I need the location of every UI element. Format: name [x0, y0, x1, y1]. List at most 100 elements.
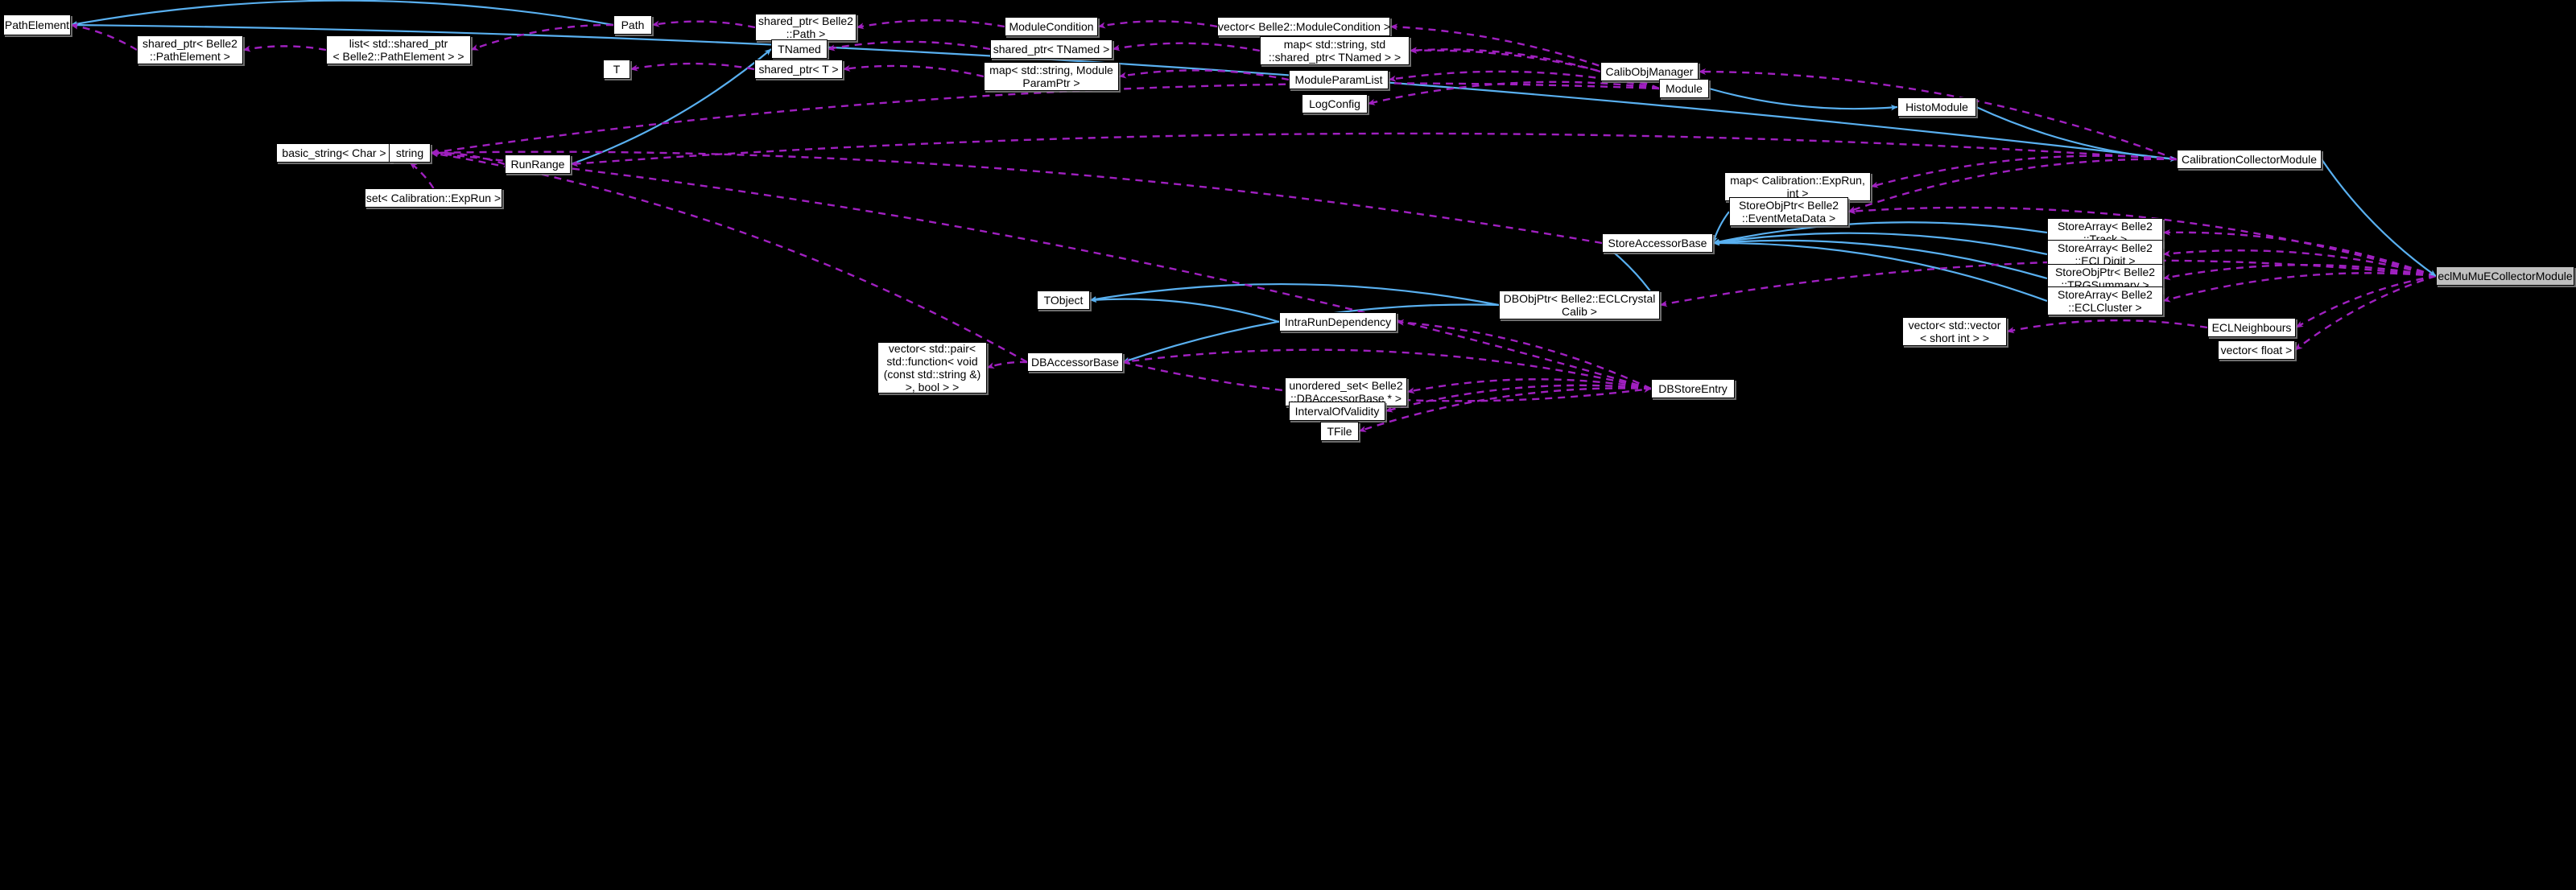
class-node-label: map< std::string, Module ParamPtr >: [989, 64, 1113, 89]
class-node-ModuleParamList[interactable]: ModuleParamList: [1289, 70, 1389, 89]
class-node-PathElement[interactable]: PathElement: [3, 14, 71, 35]
class-node-label: string: [395, 146, 424, 159]
edge-IntraRunDependency-to-TObject: [1089, 296, 1280, 323]
edge-eclMuMuECollector-to-StoreObjPtrTRGSumm: [2162, 264, 2437, 281]
edge-DBStoreEntry-to-IntervalOfValidity: [1385, 384, 1652, 413]
class-node-label: map< std::string, std ::shared_ptr< TNam…: [1268, 38, 1402, 64]
class-node-DBAccessorBase[interactable]: DBAccessorBase: [1027, 352, 1123, 372]
class-node-label: eclMuMuECollectorModule: [2438, 270, 2573, 282]
class-node-TNamed[interactable]: TNamed: [771, 39, 828, 59]
class-node-LogConfig[interactable]: LogConfig: [1302, 94, 1368, 113]
class-node-label: Path: [621, 19, 645, 31]
class-node-MapStringModParam[interactable]: map< std::string, Module ParamPtr >: [984, 62, 1119, 91]
class-node-label: shared_ptr< TNamed >: [993, 43, 1110, 56]
edge-StoreArrayECLDigit-to-StoreAccessorBase: [1712, 232, 2048, 256]
class-node-label: LogConfig: [1309, 97, 1360, 110]
edge-eclMuMuECollector-to-StoreArrayTrack: [2162, 229, 2437, 278]
class-node-label: DBStoreEntry: [1658, 382, 1728, 395]
class-node-label: RunRange: [510, 158, 565, 171]
class-node-label: shared_ptr< Belle2 ::Path >: [758, 14, 853, 40]
class-node-label: map< Calibration::ExpRun, int >: [1730, 174, 1865, 200]
class-node-VectorFloat[interactable]: vector< float >: [2218, 340, 2295, 360]
class-node-label: vector< float >: [2220, 344, 2293, 356]
edge-RunRange-to-TNamed: [570, 48, 772, 166]
class-node-VectorVectorShort[interactable]: vector< std::vector < short int > >: [1902, 317, 2007, 346]
class-node-SharedPtrT[interactable]: shared_ptr< T >: [754, 60, 843, 79]
class-node-DBStoreEntry[interactable]: DBStoreEntry: [1651, 379, 1735, 398]
edge-SetExpRun-to-string: [409, 162, 435, 189]
class-node-T[interactable]: T: [603, 60, 630, 79]
class-node-label: HistoModule: [1905, 101, 1968, 113]
class-node-label: PathElement: [4, 19, 70, 31]
edge-ModuleCondition-to-SharedPtrPath: [856, 19, 1005, 30]
edge-VectorModuleCond-to-ModuleCondition: [1097, 20, 1218, 29]
class-node-label: TFile: [1327, 425, 1352, 438]
class-node-label: TObject: [1043, 294, 1084, 307]
class-node-DBObjPtrECLCrystal[interactable]: DBObjPtr< Belle2::ECLCrystal Calib >: [1499, 290, 1660, 319]
class-node-HistoModule[interactable]: HistoModule: [1897, 97, 1976, 117]
class-node-MapExpRunInt[interactable]: map< Calibration::ExpRun, int >: [1724, 172, 1871, 201]
edge-HistoModule-to-CalibCollectorMod: [1975, 106, 2178, 163]
edge-CalibCollectorMod-to-MapExpRunInt: [1870, 155, 2178, 188]
edge-CalibObjManager-to-MapStringSharedTN: [1409, 47, 1601, 73]
class-node-label: CalibObjManager: [1605, 65, 1694, 78]
class-node-Path[interactable]: Path: [613, 15, 652, 35]
class-node-CalibCollectorMod[interactable]: CalibrationCollectorModule: [2177, 150, 2322, 169]
class-node-label: Module: [1666, 82, 1703, 95]
edge-DBAccessorBase-to-string: [430, 150, 1028, 364]
edge-StoreObjPtrEvtMeta-to-StoreAccessorBase: [1711, 211, 1730, 244]
class-node-SharedPtrTNamed[interactable]: shared_ptr< TNamed >: [990, 39, 1113, 59]
class-node-SetExpRun[interactable]: set< Calibration::ExpRun >: [365, 188, 502, 208]
edge-eclMuMuECollector-to-StoreArrayECLDigit: [2162, 249, 2437, 278]
class-node-VectorPairFunc[interactable]: vector< std::pair< std::function< void (…: [877, 342, 987, 393]
edge-MapStringSharedTN-to-SharedPtrTNamed: [1112, 42, 1261, 52]
class-node-string[interactable]: string: [389, 143, 431, 163]
class-node-Module[interactable]: Module: [1659, 79, 1709, 98]
class-node-TFile[interactable]: TFile: [1320, 422, 1359, 441]
class-node-VectorModuleCond[interactable]: vector< Belle2::ModuleCondition >: [1217, 17, 1390, 36]
edge-StoreAccessorBase-to-string: [430, 149, 1603, 245]
edge-ECLNeighbours-to-VectorVectorShort: [2006, 319, 2208, 334]
class-node-label: StoreAccessorBase: [1608, 237, 1707, 249]
class-node-label: basic_string< Char >: [282, 146, 386, 159]
class-node-label: IntervalOfValidity: [1294, 405, 1380, 418]
class-node-label: shared_ptr< Belle2 ::PathElement >: [142, 37, 237, 63]
class-node-StoreObjPtrEvtMeta[interactable]: StoreObjPtr< Belle2 ::EventMetaData >: [1729, 197, 1848, 226]
edge-DBObjPtrECLCrystal-to-TObject: [1089, 282, 1500, 307]
class-node-label: vector< Belle2::ModuleCondition >: [1218, 20, 1391, 33]
edge-CalibCollectorMod-to-eclMuMuECollector: [2321, 159, 2437, 277]
edge-DBAccessorBase-to-VectorPairFunc: [986, 361, 1028, 369]
class-node-StoreAccessorBase[interactable]: StoreAccessorBase: [1602, 233, 1713, 253]
edge-SharedPtrPath-to-Path: [651, 20, 756, 29]
edge-CalibCollectorMod-to-StoreObjPtrEvtMeta: [1847, 158, 2178, 213]
class-node-ModuleCondition[interactable]: ModuleCondition: [1005, 17, 1098, 36]
edge-eclMuMuECollector-to-StoreArrayECLClust: [2162, 272, 2437, 303]
edge-DBStoreEntry-to-UnorderedSetDBAcc: [1406, 378, 1652, 394]
class-node-SharedPtrPathElem[interactable]: shared_ptr< Belle2 ::PathElement >: [137, 35, 243, 64]
edge-DBStoreEntry-to-IntraRunDependency: [1396, 319, 1652, 390]
class-node-TObject[interactable]: TObject: [1037, 290, 1090, 310]
class-node-MapStringSharedTN[interactable]: map< std::string, std ::shared_ptr< TNam…: [1260, 36, 1410, 65]
edge-Module-to-LogConfig: [1367, 80, 1660, 105]
class-node-StoreArrayECLClust[interactable]: StoreArray< Belle2 ::ECLCluster >: [2047, 286, 2163, 315]
edge-eclMuMuECollector-to-ECLNeighbours: [2295, 274, 2437, 329]
edge-StoreObjPtrTRGSumm-to-StoreAccessorBase: [1712, 239, 2048, 280]
class-node-IntervalOfValidity[interactable]: IntervalOfValidity: [1289, 402, 1385, 421]
edge-Path-to-ListSharedPtrPE: [470, 23, 614, 52]
class-node-ListSharedPtrPE[interactable]: list< std::shared_ptr < Belle2::PathElem…: [326, 35, 471, 64]
class-node-eclMuMuECollector[interactable]: eclMuMuECollectorModule: [2436, 266, 2574, 286]
class-node-label: TNamed: [778, 43, 821, 56]
class-node-label: StoreObjPtr< Belle2 ::EventMetaData >: [1738, 199, 1839, 225]
class-node-BasicStringChar[interactable]: basic_string< Char >: [276, 143, 392, 163]
class-node-label: T: [613, 63, 621, 76]
class-node-ECLNeighbours[interactable]: ECLNeighbours: [2207, 318, 2296, 337]
edge-CalibCollectorMod-to-RunRange: [570, 132, 2178, 167]
class-node-label: CalibrationCollectorModule: [2181, 153, 2318, 166]
class-node-RunRange[interactable]: RunRange: [505, 155, 571, 174]
edge-MapStringModParam-to-SharedPtrT: [842, 64, 985, 78]
edge-eclMuMuECollector-to-VectorFloat: [2294, 274, 2437, 351]
class-node-SharedPtrPath[interactable]: shared_ptr< Belle2 ::Path >: [755, 14, 857, 41]
edge-SharedPtrPathElem-to-PathElement: [70, 23, 138, 52]
class-node-IntraRunDependency[interactable]: IntraRunDependency: [1279, 312, 1397, 332]
